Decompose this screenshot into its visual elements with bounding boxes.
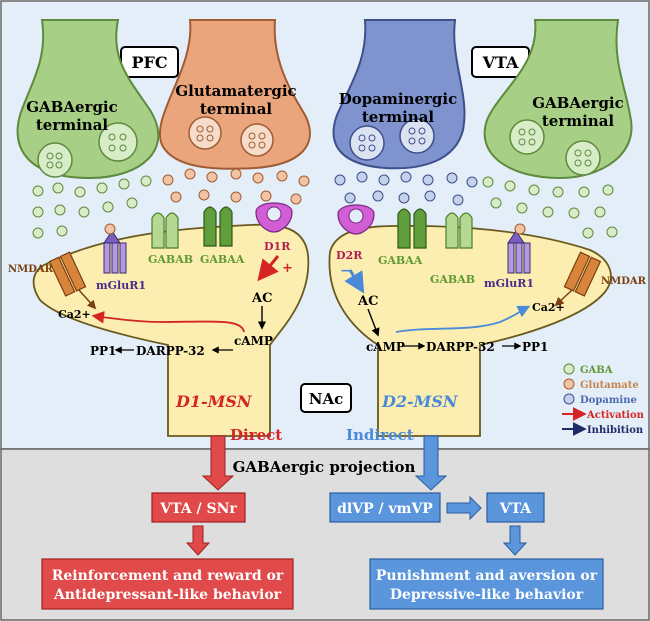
camp-ca-arrow-left — [91, 310, 245, 333]
gabaa-right-receptor — [397, 208, 427, 249]
darpp-left: DARPP-32 — [136, 344, 205, 358]
d2r-receptor — [337, 204, 375, 235]
svg-text:VTA: VTA — [482, 53, 519, 72]
gabab-left-receptor — [151, 212, 179, 249]
dopamine-label-1: Dopaminergic — [339, 90, 457, 108]
right-outcome-arrow — [502, 525, 528, 556]
darpp-right: DARPP-32 — [426, 340, 495, 354]
glutamatergic-terminal: Glutamatergic terminal — [159, 19, 311, 170]
svg-text:VTA: VTA — [499, 501, 533, 517]
gabaergic-terminal-right: GABAergic terminal — [483, 19, 633, 180]
gabaa-left-label: GABAA — [200, 253, 245, 266]
mglur1-right-label: mGluR1 — [484, 277, 534, 290]
svg-text:PFC: PFC — [131, 53, 167, 72]
ac-right: AC — [357, 294, 378, 309]
gabab-right-receptor — [445, 212, 473, 249]
gabab-left-label: GABAB — [148, 253, 193, 266]
nmdar-left-receptor — [48, 251, 97, 310]
glutamate-label-2: terminal — [200, 100, 273, 118]
ac-camp-arrow-right — [367, 308, 380, 337]
ac-left: AC — [251, 291, 272, 306]
svg-text:dlVP / vmVP: dlVP / vmVP — [337, 501, 433, 517]
direct-arrow — [201, 435, 235, 491]
glutamate-label-1: Glutamatergic — [175, 82, 296, 100]
gaba-left-label-2: terminal — [36, 116, 109, 134]
gabaa-right-label: GABAA — [378, 254, 423, 267]
legend-gaba-label: GABA — [580, 365, 613, 376]
legend-activation-label: Activation — [586, 410, 645, 421]
outcome-left-line-1: Reinforcement and reward or — [52, 568, 284, 584]
gaba-right-label-2: terminal — [542, 112, 615, 130]
legend: GABA Glutamate Dopamine Activation Inhib… — [562, 363, 645, 436]
d2r-label: D2R — [336, 249, 363, 262]
nmdar-right-label: NMDAR — [601, 276, 647, 287]
ca-right: Ca2+ — [532, 301, 565, 314]
indirect-label: Indirect — [346, 426, 414, 444]
gabab-right-label: GABAB — [430, 273, 475, 286]
dopaminergic-terminal: Dopaminergic terminal — [332, 19, 466, 170]
d1r-label: D1R — [264, 240, 291, 253]
dlvp-vta-arrow — [446, 495, 482, 521]
d1r-activation-arrow — [257, 255, 280, 282]
indirect-arrow — [414, 435, 448, 491]
mglur1-left-label: mGluR1 — [96, 279, 146, 292]
pfc-label: PFC — [120, 46, 179, 78]
legend-gaba-swatch — [563, 363, 575, 375]
d2r-inhibition-arrow — [344, 269, 365, 294]
camp-right: cAMP — [366, 340, 405, 354]
outcome-left-box: Reinforcement and reward or Antidepressa… — [41, 558, 294, 610]
left-outcome-arrow — [185, 525, 211, 556]
d2-msn-body — [328, 224, 612, 437]
gabaergic-projection-label: GABAergic projection — [233, 458, 416, 476]
gaba-right-label-1: GABAergic — [532, 94, 624, 112]
d1r-receptor — [255, 202, 293, 233]
mglur1-right-receptor — [507, 223, 531, 274]
neurotransmitter-dots — [32, 168, 618, 239]
legend-glutamate-swatch — [563, 378, 575, 390]
legend-dopamine-label: Dopamine — [580, 395, 637, 406]
d1-msn-label: D1-MSN — [175, 392, 253, 411]
gabaa-left-receptor — [203, 206, 233, 247]
legend-glutamate-label: Glutamate — [580, 380, 639, 391]
d1-msn-body — [32, 223, 310, 437]
direct-label: Direct — [230, 426, 282, 444]
d2-msn-label: D2-MSN — [381, 392, 459, 411]
mglur1-left-receptor — [103, 223, 127, 274]
d1r-sign: + — [282, 261, 293, 276]
ca-left: Ca2+ — [58, 308, 91, 321]
pp1-right: PP1 — [522, 340, 548, 354]
nmdar-left-label: NMDAR — [8, 264, 54, 275]
svg-text:NAc: NAc — [309, 390, 343, 408]
camp-ca-arrow-right — [395, 305, 531, 333]
nac-label: NAc — [300, 383, 352, 413]
legend-inhibition-label: Inhibition — [587, 425, 644, 436]
nmdar-right-receptor — [554, 251, 602, 307]
outcome-right-line-2: Depressive-like behavior — [390, 587, 584, 603]
outcome-right-box: Punishment and aversion or Depressive-li… — [369, 558, 604, 610]
outcome-right-line-1: Punishment and aversion or — [376, 568, 598, 584]
vta-snr-box: VTA / SNr — [151, 492, 246, 523]
dopamine-label-2: terminal — [362, 108, 435, 126]
camp-left: cAMP — [234, 334, 273, 348]
gaba-left-label-1: GABAergic — [26, 98, 118, 116]
gabaergic-terminal-left: GABAergic terminal — [16, 19, 160, 180]
outcome-left-line-2: Antidepressant-like behavior — [53, 587, 282, 603]
svg-text:VTA / SNr: VTA / SNr — [159, 501, 237, 517]
legend-dopamine-swatch — [563, 393, 575, 405]
dlvp-vmvp-box: dlVP / vmVP — [329, 492, 441, 523]
pp1-left: PP1 — [90, 344, 116, 358]
vta-box: VTA — [486, 492, 545, 523]
